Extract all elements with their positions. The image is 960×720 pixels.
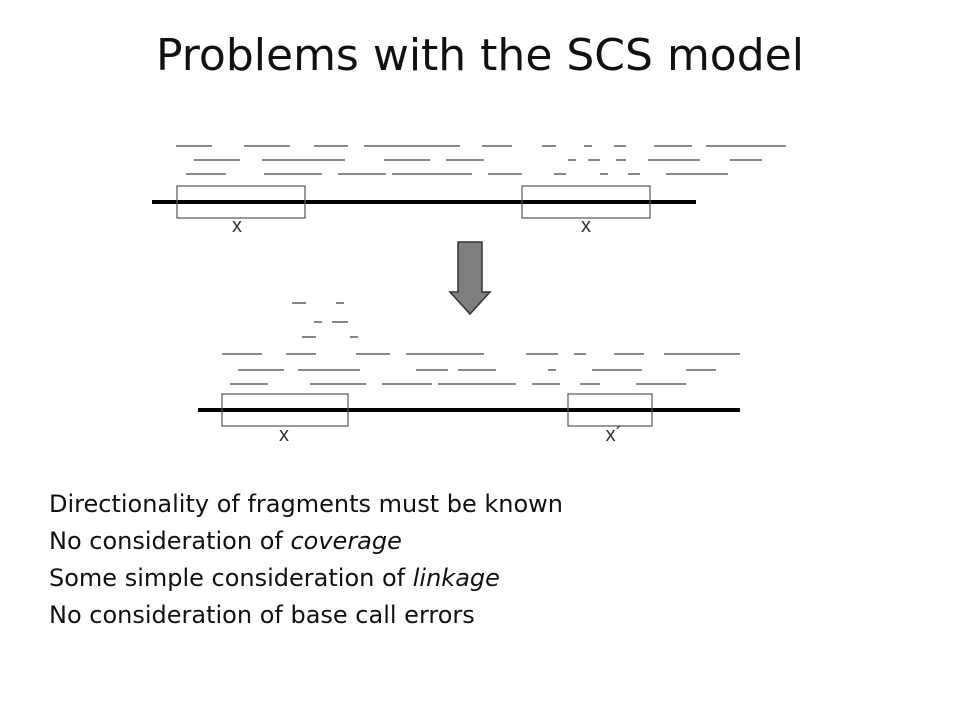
bullet-item: No consideration of base call errors bbox=[49, 597, 563, 634]
bottom-repeat-box-left bbox=[221, 393, 349, 427]
slide-title: Problems with the SCS model bbox=[156, 30, 804, 81]
bullet-text: Directionality of fragments must be know… bbox=[49, 490, 564, 518]
transition-arrow-icon bbox=[448, 241, 492, 316]
top-fragments bbox=[176, 145, 786, 175]
top-repeat-box-left bbox=[176, 185, 306, 219]
bottom-repeat-label-right: x´ bbox=[606, 424, 623, 446]
bottom-assembly: x x´ bbox=[198, 302, 740, 446]
bullet-emphasis: coverage bbox=[290, 527, 402, 555]
top-repeat-box-right bbox=[521, 185, 651, 219]
bullet-emphasis: linkage bbox=[412, 564, 500, 592]
bullet-text: Some simple consideration of bbox=[49, 564, 413, 592]
bullet-item: Directionality of fragments must be know… bbox=[49, 486, 563, 523]
bottom-repeat-label-left: x bbox=[279, 424, 289, 446]
top-repeat-label-left: x bbox=[232, 215, 242, 237]
bottom-fragments bbox=[222, 302, 740, 385]
bullet-list: Directionality of fragments must be know… bbox=[49, 486, 563, 634]
bullet-text: No consideration of base call errors bbox=[49, 601, 475, 629]
top-assembly: x x bbox=[152, 145, 786, 237]
bullet-text: No consideration of bbox=[49, 527, 291, 555]
bullet-item: Some simple consideration of linkage bbox=[49, 560, 563, 597]
bottom-repeat-box-right bbox=[567, 393, 653, 427]
bullet-item: No consideration of coverage bbox=[49, 523, 563, 560]
top-repeat-label-right: x bbox=[581, 215, 591, 237]
